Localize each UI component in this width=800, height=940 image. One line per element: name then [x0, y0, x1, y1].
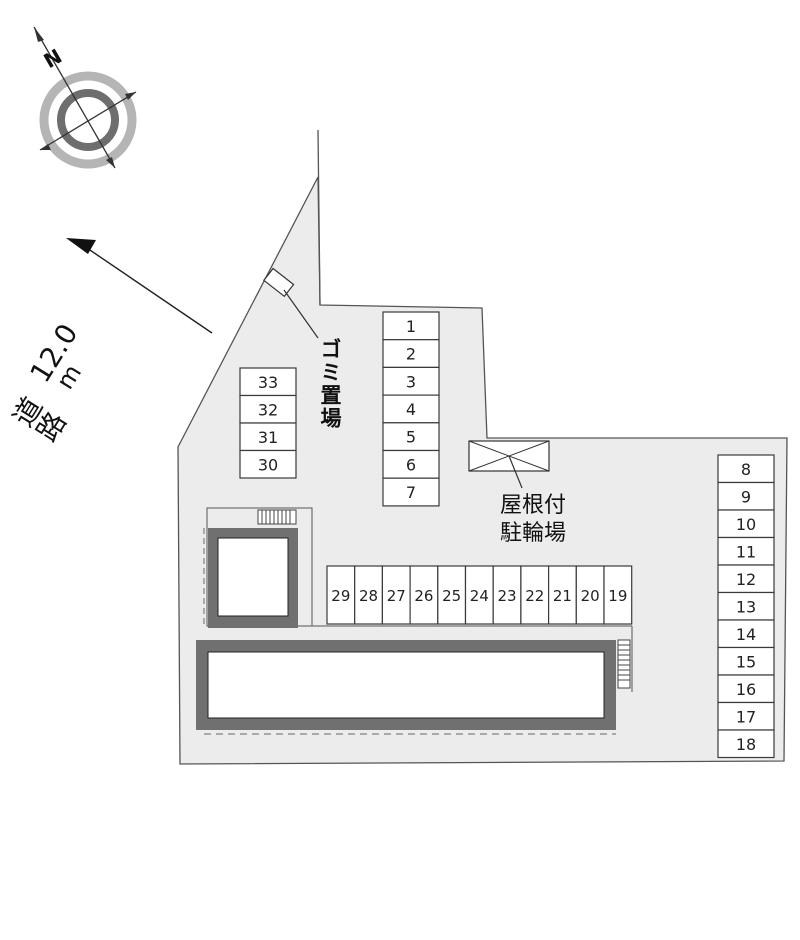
parking-space: [717, 729, 775, 759]
parking-space: [603, 565, 633, 625]
parking-space: [575, 565, 605, 625]
garbage-leader-line: [283, 289, 319, 339]
parking-space: [717, 509, 775, 539]
compass-icon: [33, 26, 137, 169]
parking-space-number: 9: [741, 487, 751, 506]
parking-space-number: 5: [406, 428, 416, 447]
parking-space-number: 4: [406, 400, 416, 419]
parking-space-number: 20: [581, 587, 600, 605]
parking-space-number: 2: [406, 345, 416, 364]
parking-space: [409, 565, 439, 625]
garbage-label: ゴミ置場: [318, 337, 342, 430]
parking-column-1-7: 1 2 3 4 5 6 7: [382, 311, 440, 507]
parking-space-number: 22: [525, 587, 544, 605]
bicycle-label-line1: 屋根付: [500, 493, 566, 518]
parking-space-number: 7: [406, 483, 416, 502]
parking-space: [464, 565, 494, 625]
lot-edge-line: [317, 129, 321, 306]
parking-space-number: 13: [736, 597, 756, 616]
building-small: [203, 507, 313, 628]
parking-space: [717, 619, 775, 649]
parking-space: [547, 565, 577, 625]
parking-space: [239, 367, 297, 397]
parking-space-number: 28: [359, 587, 378, 605]
parking-space-number: 21: [553, 587, 572, 605]
parking-space-number: 31: [258, 428, 278, 447]
parking-space-number: 26: [414, 587, 433, 605]
building-long: [196, 625, 633, 735]
parking-space-number: 24: [470, 587, 489, 605]
parking-space: [382, 339, 440, 369]
parking-space: [382, 449, 440, 479]
parking-space: [382, 311, 440, 341]
parking-space-number: 14: [736, 625, 756, 644]
parking-space-number: 1: [406, 317, 416, 336]
parking-space: [354, 565, 384, 625]
parking-row-19-29: 29 28 27 26 25 24 23 22 21 20 19: [326, 565, 633, 625]
parking-space: [382, 477, 440, 507]
parking-space-number: 17: [736, 707, 756, 726]
parking-space-number: 18: [736, 735, 756, 754]
parking-space: [326, 565, 356, 625]
parking-space-number: 29: [331, 587, 350, 605]
parking-space-number: 27: [387, 587, 406, 605]
parking-space: [492, 565, 522, 625]
parking-space-number: 12: [736, 570, 756, 589]
parking-space-number: 16: [736, 680, 756, 699]
parking-space: [382, 394, 440, 424]
bicycle-label-line2: 駐輪場: [500, 521, 566, 546]
stairs-icon: [257, 509, 297, 525]
parking-space: [382, 422, 440, 452]
parking-space: [717, 564, 775, 594]
road-arrow: [66, 238, 213, 334]
parking-column-30-33: 33 32 31 30: [239, 367, 297, 479]
parking-space-number: 15: [736, 652, 756, 671]
road-name-label: 道路: [5, 391, 70, 449]
parking-space: [717, 591, 775, 621]
parking-space-number: 30: [258, 455, 278, 474]
garbage-box: [262, 267, 295, 298]
parking-space-number: 33: [258, 373, 278, 392]
parking-space: [717, 454, 775, 484]
parking-space-number: 3: [406, 372, 416, 391]
parking-space: [239, 449, 297, 479]
parking-space-number: 10: [736, 515, 756, 534]
parking-column-8-18: 8 9 10 11 12 13 14 15 16 17 18: [717, 454, 775, 759]
parking-space: [520, 565, 550, 625]
bicycle-leader-line: [508, 455, 523, 489]
parking-space-number: 32: [258, 400, 278, 419]
parking-space-number: 6: [406, 455, 416, 474]
parking-space: [717, 674, 775, 704]
compass-north-label: N: [39, 44, 66, 73]
stairs-icon: [617, 639, 631, 689]
parking-space: [239, 422, 297, 452]
parking-space-number: 8: [741, 460, 751, 479]
parking-space-number: 25: [442, 587, 461, 605]
parking-space-number: 11: [736, 542, 756, 561]
parking-space-number: 19: [608, 587, 627, 605]
parking-space: [239, 394, 297, 424]
parking-space-number: 23: [498, 587, 517, 605]
